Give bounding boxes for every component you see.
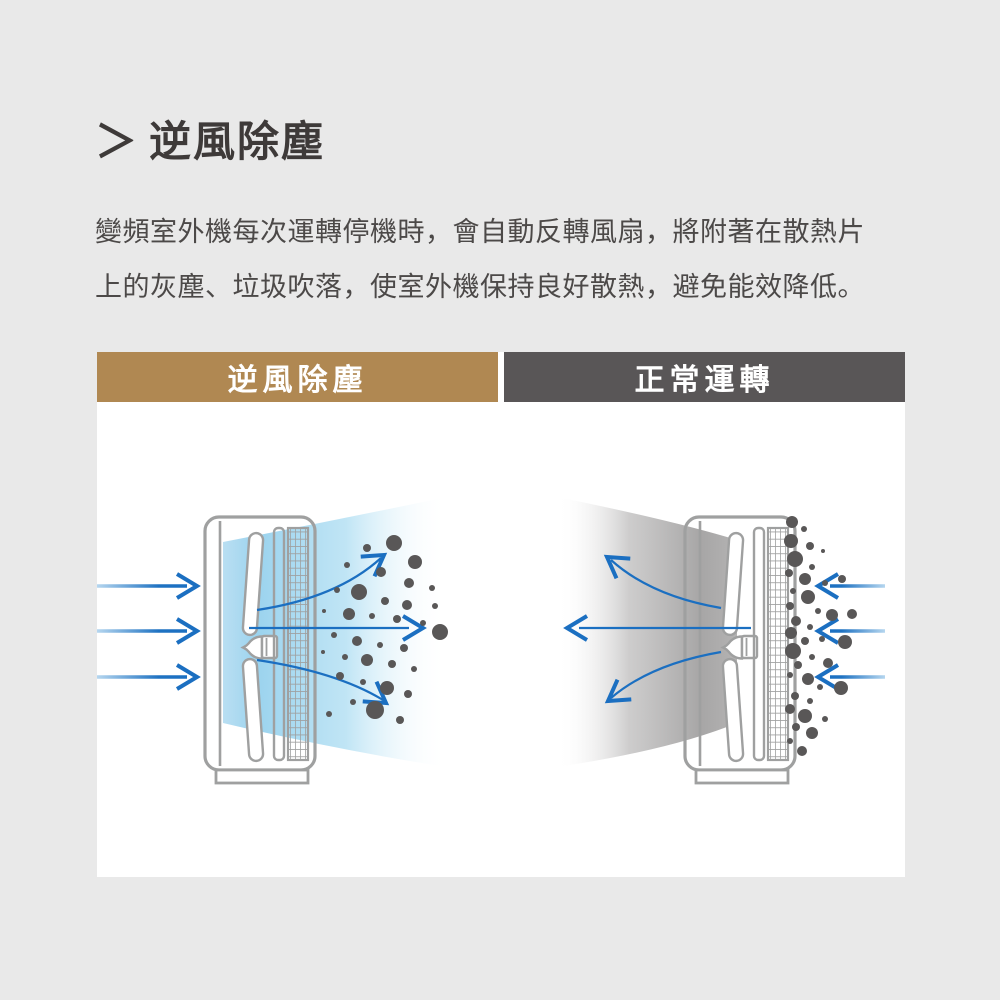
normal-operation-diagram bbox=[557, 497, 885, 785]
header-reverse-dust-removal: 逆風除塵 bbox=[97, 352, 498, 402]
dust-particles-blown-away bbox=[321, 535, 448, 724]
reverse-dust-diagram bbox=[97, 497, 448, 785]
description: 變頻室外機每次運轉停機時，會自動反轉風扇，將附著在散熱片 上的灰塵、垃圾吹落，使… bbox=[95, 205, 925, 315]
page-title: ＞ 逆風除塵 bbox=[95, 108, 325, 169]
outdoor-unit bbox=[203, 515, 317, 785]
comparison-panels bbox=[97, 402, 905, 877]
description-line-1: 變頻室外機每次運轉停機時，會自動反轉風扇，將附著在散熱片 bbox=[95, 217, 865, 247]
outflow-arrows bbox=[249, 543, 425, 715]
description-line-2: 上的灰塵、垃圾吹落，使室外機保持良好散熱，避免能效降低。 bbox=[95, 272, 865, 302]
airflow-stream-gray bbox=[557, 497, 737, 767]
page-title-text: 逆風除塵 bbox=[149, 118, 326, 166]
chevron-icon: ＞ bbox=[95, 117, 140, 167]
inflow-arrows bbox=[816, 572, 885, 691]
inflow-arrows bbox=[97, 572, 199, 691]
header-normal-operation: 正常運轉 bbox=[504, 352, 905, 402]
outflow-arrows bbox=[565, 545, 751, 713]
comparison-headers: 逆風除塵 正常運轉 bbox=[97, 352, 905, 402]
dust-particles-accumulated bbox=[784, 516, 857, 756]
airflow-stream-blue bbox=[223, 497, 447, 767]
comparison-card: 逆風除塵 正常運轉 bbox=[97, 352, 905, 877]
